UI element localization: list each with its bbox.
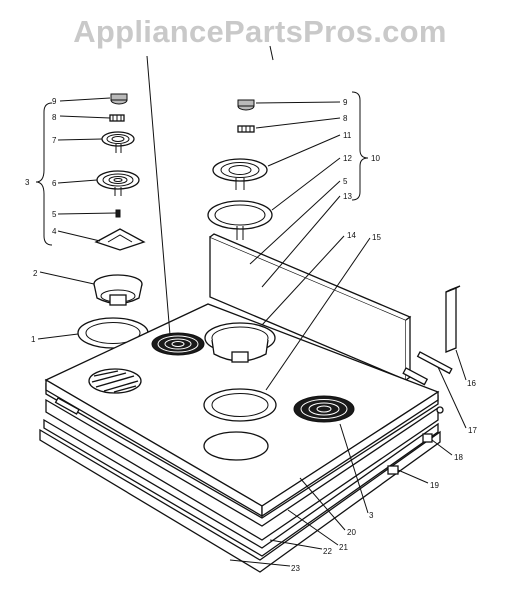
callout-7: 7 [52, 136, 57, 145]
callout-21: 21 [339, 543, 348, 552]
element-support-bracket [94, 228, 146, 251]
callout-9-right: 9 [343, 98, 348, 107]
clip-front [387, 465, 399, 475]
knob-cap-body [110, 93, 128, 101]
clip-side [422, 433, 433, 443]
leader-lines [35, 45, 467, 567]
callout-15: 15 [372, 233, 381, 242]
terminal-clip [115, 209, 121, 218]
callout-2: 2 [33, 269, 38, 278]
lower-frame [43, 418, 439, 557]
callout-10: 10 [371, 154, 380, 163]
callout-23: 23 [291, 564, 300, 573]
callout-14: 14 [347, 231, 356, 240]
trim-ring-center [203, 388, 277, 422]
burner-front-right [293, 395, 355, 423]
callout-16: 16 [467, 379, 476, 388]
screw [436, 406, 444, 414]
callout-3-right: 3 [369, 511, 374, 520]
callout-11: 11 [343, 131, 352, 140]
mounting-strip [416, 351, 453, 375]
callout-labels: 9 8 7 6 5 4 3 2 1 9 8 11 12 10 5 13 14 1… [25, 97, 477, 573]
cooktop [39, 303, 441, 573]
burner-box [45, 398, 439, 541]
side-trim-bar [445, 287, 457, 353]
callout-5-left: 5 [52, 210, 57, 219]
callout-19: 19 [430, 481, 439, 490]
burner-front-left [88, 368, 142, 394]
callout-20: 20 [347, 528, 356, 537]
reflector-ring-right [207, 200, 273, 230]
callout-6-left: 6 [52, 179, 57, 188]
callout-3-left: 3 [25, 178, 30, 187]
callout-13: 13 [343, 192, 352, 201]
callout-18: 18 [454, 453, 463, 462]
callout-12: 12 [343, 154, 352, 163]
bottom-trim-strip [39, 428, 441, 573]
burner-back-right [204, 322, 276, 363]
callout-17: 17 [468, 426, 477, 435]
burner-back-left [151, 332, 205, 356]
callout-5-right: 5 [343, 177, 348, 186]
callout-9-left: 9 [52, 97, 57, 106]
callout-22: 22 [323, 547, 332, 556]
left-element-stack [77, 93, 149, 349]
callout-4: 4 [52, 227, 57, 236]
burner-opening-front [203, 431, 269, 461]
side-parts [387, 285, 461, 475]
callout-8-right: 8 [343, 114, 348, 123]
callout-8-left: 8 [52, 113, 57, 122]
callout-1: 1 [31, 335, 36, 344]
